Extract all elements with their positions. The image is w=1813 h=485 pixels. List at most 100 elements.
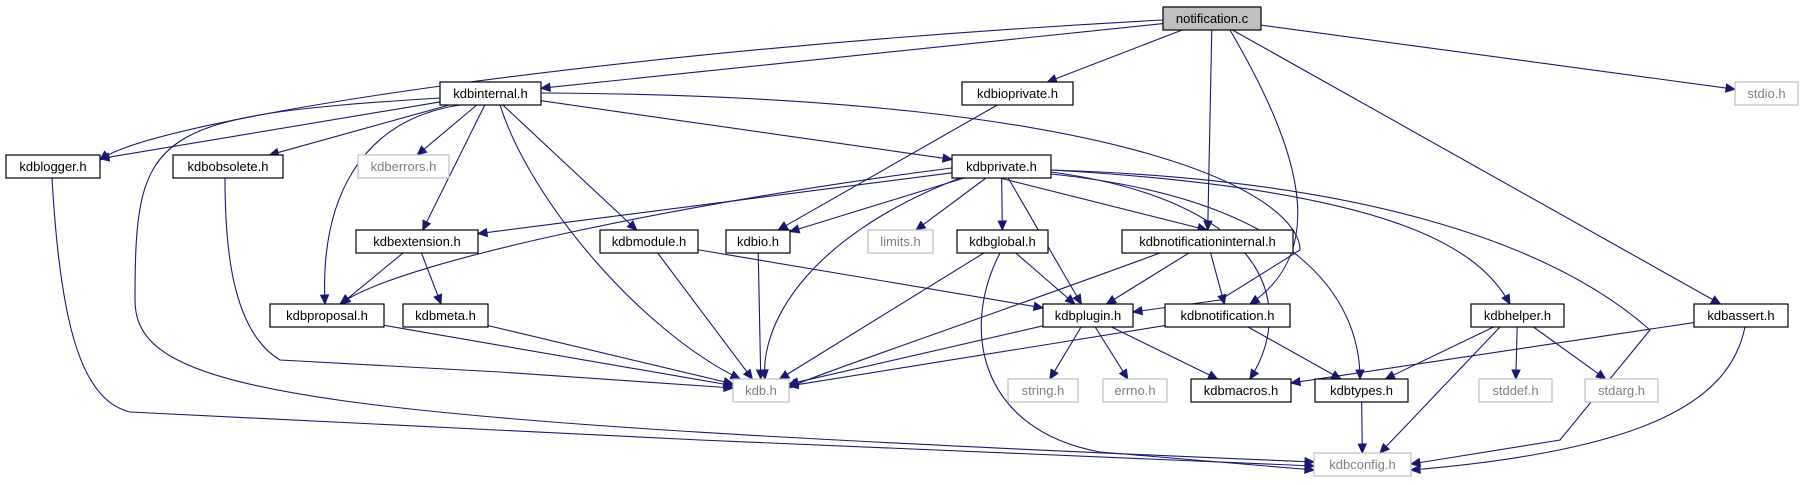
node-kdbnotificationinternal-h[interactable]: kdbnotificationinternal.h	[1121, 229, 1294, 254]
node-kdbconfig-h[interactable]: kdbconfig.h	[1313, 452, 1412, 477]
node-box	[1007, 378, 1079, 403]
edge-notification_c-to-stdio_h	[1260, 24, 1737, 93]
node-label: kdbtypes.h	[1330, 383, 1393, 398]
edge-kdbobsolete_h-to-kdb_h	[224, 177, 735, 393]
node-kdbglobal-h[interactable]: kdbglobal.h	[956, 229, 1049, 254]
node-kdbhelper-h[interactable]: kdbhelper.h	[1470, 303, 1565, 328]
edge-kdbinternal_h-to-kdbplugin_h	[540, 92, 1301, 316]
node-label: kdbmeta.h	[415, 308, 476, 323]
node-kdberrors-h[interactable]: kdberrors.h	[357, 154, 450, 179]
node-label: kdbinternal.h	[453, 86, 527, 101]
edge-notification_c-to-kdbinternal_h	[539, 23, 1164, 93]
node-kdbextension-h[interactable]: kdbextension.h	[355, 229, 479, 254]
node-kdbinternal-h[interactable]: kdbinternal.h	[439, 81, 542, 106]
edge-kdbnotification_h-to-kdbtypes_h	[1247, 326, 1343, 380]
edge-kdbtypes_h-to-kdbconfig_h	[1357, 401, 1367, 455]
edge-kdbextension_h-to-kdbmeta_h	[420, 252, 443, 306]
node-label: kdbhelper.h	[1484, 308, 1551, 323]
edge-kdbhelper_h-to-stddef_h	[1511, 326, 1521, 381]
node-kdbtypes-h[interactable]: kdbtypes.h	[1314, 378, 1409, 403]
node-kdbio-h[interactable]: kdbio.h	[725, 229, 791, 254]
node-label: notification.c	[1176, 11, 1249, 26]
node-box	[956, 229, 1049, 254]
edge-kdbinternal_h-to-kdbconfig_h	[134, 97, 1316, 467]
node-kdbmacros-h[interactable]: kdbmacros.h	[1190, 378, 1292, 403]
node-stdarg-h[interactable]: stdarg.h	[1584, 378, 1659, 403]
edge-kdbglobal_h-to-kdb_h	[778, 252, 985, 380]
edge-kdbinternal_h-to-kdblogger_h	[98, 101, 441, 162]
edge-kdbprivate_h-to-kdbio_h	[788, 177, 965, 234]
node-limits-h[interactable]: limits.h	[867, 229, 934, 254]
node-box	[5, 154, 101, 179]
node-box	[1734, 81, 1799, 106]
node-label: errno.h	[1114, 383, 1155, 398]
node-label: kdbnotificationinternal.h	[1139, 234, 1276, 249]
edge-kdbplugin_h-to-errno_h	[1094, 326, 1129, 381]
node-box	[269, 303, 385, 328]
edge-kdbextension_h-to-kdbproposal_h	[340, 252, 404, 305]
edge-notification_c-to-kdbnotification_h	[1229, 29, 1299, 305]
node-kdbplugin-h[interactable]: kdbplugin.h	[1042, 303, 1134, 328]
edge-kdbnotificationinternal_h-to-kdbplugin_h	[1105, 252, 1190, 305]
edge-kdbinternal_h-to-kdberrors_h	[416, 104, 478, 156]
node-box	[439, 81, 542, 106]
node-box	[867, 229, 934, 254]
edge-kdbprivate_h-to-kdbglobal_h	[997, 177, 1007, 232]
node-kdbmeta-h[interactable]: kdbmeta.h	[402, 303, 489, 328]
node-kdbnotification-h[interactable]: kdbnotification.h	[1164, 303, 1291, 328]
node-kdbioprivate-h[interactable]: kdbioprivate.h	[961, 81, 1074, 106]
edge-kdbprivate_h-to-kdbconfig_h	[1050, 169, 1651, 468]
edge-kdbio_h-to-kdb_h	[755, 252, 766, 381]
node-stdio-h[interactable]: stdio.h	[1734, 81, 1799, 106]
node-label: kdbprivate.h	[966, 159, 1037, 174]
node-stddef-h[interactable]: stddef.h	[1478, 378, 1553, 403]
node-box	[402, 303, 489, 328]
edge-kdbprivate_h-to-kdbmacros_h	[1050, 171, 1270, 381]
node-label: stdio.h	[1747, 86, 1785, 101]
node-box	[1162, 6, 1262, 31]
edge-kdbprivate_h-to-limits_h	[914, 177, 987, 231]
node-kdbproposal-h[interactable]: kdbproposal.h	[269, 303, 385, 328]
node-label: limits.h	[880, 234, 920, 249]
node-box	[355, 229, 479, 254]
node-box	[1470, 303, 1565, 328]
node-box	[1314, 378, 1409, 403]
node-box	[1693, 303, 1789, 328]
node-label: kdbglobal.h	[969, 234, 1036, 249]
edge-notification_c-to-kdbioprivate_h	[1046, 29, 1183, 84]
node-kdbassert-h[interactable]: kdbassert.h	[1693, 303, 1789, 328]
edge-kdbplugin_h-to-kdb_h	[787, 325, 1044, 387]
edge-kdbprivate_h-to-kdbhelper_h	[1050, 169, 1511, 306]
node-kdbprivate-h[interactable]: kdbprivate.h	[951, 154, 1052, 179]
node-box	[172, 154, 284, 179]
node-label: kdb.h	[745, 383, 777, 398]
edge-kdbmodule_h-to-kdb_h	[657, 252, 754, 380]
node-label: kdbproposal.h	[286, 308, 368, 323]
edge-notification_c-to-kdbnotificationinternal_h	[1203, 29, 1213, 232]
node-label: kdbassert.h	[1707, 308, 1774, 323]
node-box	[1584, 378, 1659, 403]
node-errno-h[interactable]: errno.h	[1102, 378, 1168, 403]
edge-kdbproposal_h-to-kdb_h	[383, 324, 735, 389]
node-box	[732, 378, 790, 403]
node-box	[1102, 378, 1168, 403]
node-label: kdbioprivate.h	[977, 86, 1058, 101]
node-label: kdbmacros.h	[1204, 383, 1278, 398]
edge-kdbprivate_h-to-kdbtypes_h	[1050, 173, 1365, 381]
node-label: kdbmodule.h	[612, 234, 686, 249]
node-notification-c: notification.c	[1162, 6, 1262, 31]
node-label: kdbobsolete.h	[188, 159, 269, 174]
node-kdblogger-h[interactable]: kdblogger.h	[5, 154, 101, 179]
node-label: kdberrors.h	[371, 159, 437, 174]
node-kdbobsolete-h[interactable]: kdbobsolete.h	[172, 154, 284, 179]
edge-kdbhelper_h-to-kdbconfig_h	[1379, 326, 1501, 454]
node-box	[725, 229, 791, 254]
node-string-h[interactable]: string.h	[1007, 378, 1079, 403]
node-kdbmodule-h[interactable]: kdbmodule.h	[599, 229, 699, 254]
node-box	[1313, 452, 1412, 477]
node-box	[1190, 378, 1292, 403]
edge-kdbhelper_h-to-stdarg_h	[1533, 326, 1607, 380]
node-kdb-h[interactable]: kdb.h	[732, 378, 790, 403]
